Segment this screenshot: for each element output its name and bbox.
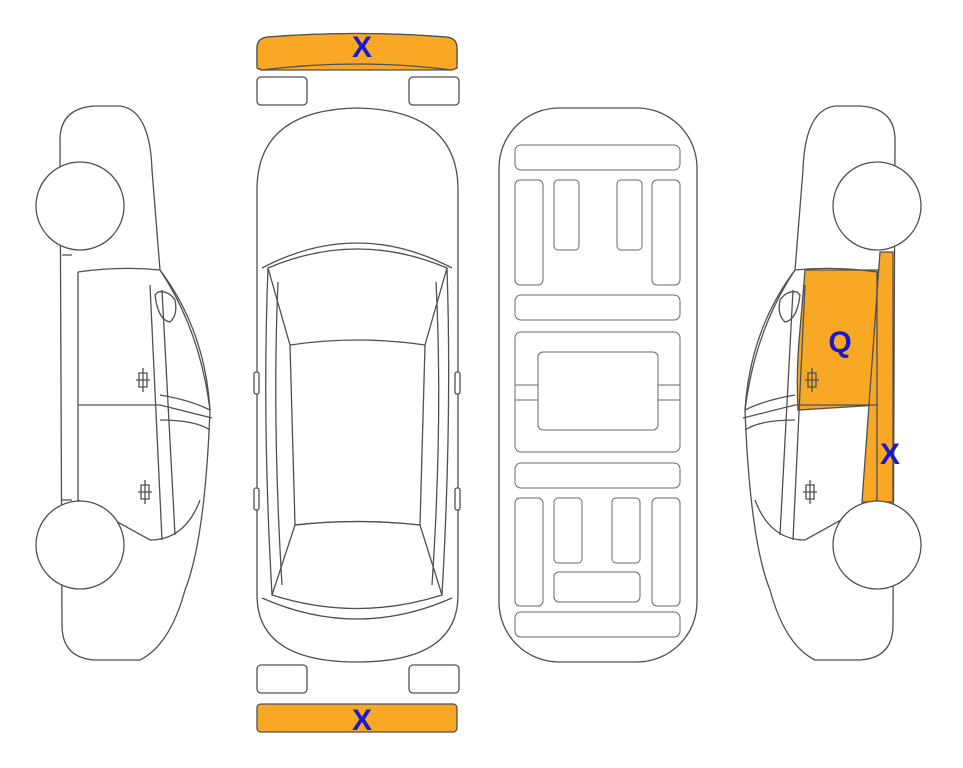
left-side-view (35, 105, 213, 661)
top-body-outline (256, 107, 459, 663)
underbody-mid-frame (514, 331, 681, 453)
top-rear-window (271, 520, 443, 610)
right-side-view (742, 105, 922, 661)
left-side-handle-front (136, 368, 150, 392)
right-side-rear-wheel (832, 500, 922, 590)
underbody-mid-divider (515, 384, 680, 401)
front-bumper-mark: X (352, 31, 372, 64)
underbody-front-right-rail (651, 179, 681, 286)
underbody-front-slot-2 (616, 179, 643, 251)
right-side-rear-window (744, 394, 796, 431)
underbody-rear-tank (553, 571, 641, 603)
underbody-front-left-rail (514, 179, 544, 286)
right-side-pillar (779, 284, 806, 541)
top-right-side-line (431, 267, 450, 596)
underbody-cross-bar-1 (514, 294, 681, 321)
front-right-light (408, 76, 460, 106)
left-side-window-frame (77, 267, 211, 541)
top-view (253, 32, 461, 733)
left-side-door-line (78, 404, 213, 419)
right-side-window-frame (744, 267, 878, 541)
right-side-mirror (778, 291, 801, 323)
left-side-pillar (149, 284, 176, 541)
top-right-handle-rear (454, 487, 461, 511)
underbody-front-bar (514, 144, 681, 171)
left-side-mirror (154, 291, 177, 323)
underbody-rear-slot-1 (553, 497, 583, 564)
right-pillar-mark: X (880, 438, 900, 471)
underbody-view (498, 107, 698, 663)
right-side-handle-rear (803, 480, 817, 504)
left-side-rear-wheel (35, 500, 125, 590)
underbody-outline (498, 107, 698, 663)
top-trunk-line (261, 597, 453, 620)
top-left-mirror-front (253, 371, 260, 395)
front-bumper-shape (256, 32, 458, 71)
rear-bumper-mark: X (352, 704, 372, 737)
right-side-front-wheel (832, 161, 922, 251)
right-side-handle-front (805, 368, 819, 392)
underbody-center-panel (537, 351, 659, 431)
underbody-rear-slot-2 (611, 497, 641, 564)
top-left-side-line (265, 267, 283, 596)
underbody-rear-bar (514, 611, 681, 638)
right-side-door-line (742, 404, 877, 419)
underbody-rear-right-rail (651, 497, 681, 607)
left-side-front-wheel (35, 161, 125, 251)
underbody-front-slot-1 (553, 179, 580, 251)
rear-left-light (256, 664, 308, 694)
top-hood-line (261, 242, 453, 269)
underbody-rear-left-rail (514, 497, 544, 607)
right-front-door-mark: Q (828, 326, 851, 359)
left-side-rear-window (159, 394, 211, 431)
left-side-handle-rear (138, 480, 152, 504)
left-side-belt-line (62, 254, 72, 501)
top-left-handle-rear (253, 487, 260, 511)
underbody-cross-bar-2 (514, 462, 681, 489)
rear-bumper-damage (256, 703, 458, 733)
top-right-mirror-front (454, 371, 461, 395)
rear-right-light (408, 664, 460, 694)
front-left-light (256, 76, 308, 106)
right-front-door-damage (796, 269, 879, 411)
